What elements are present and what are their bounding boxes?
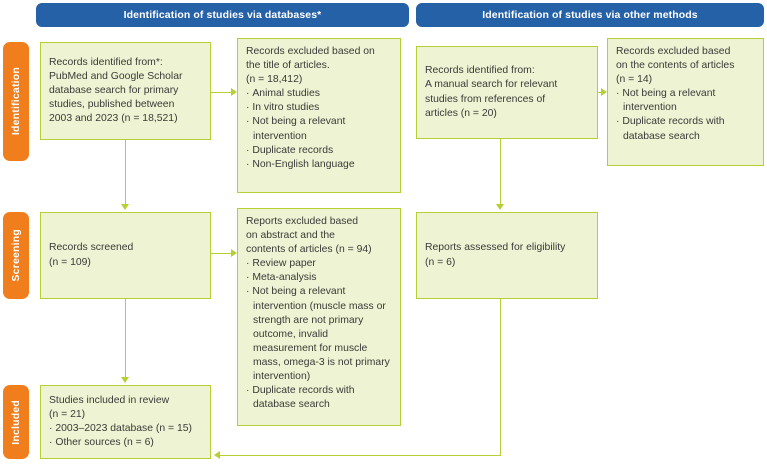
box-text-line: (n = 14) — [616, 74, 653, 86]
box-bullet-list: Animal studiesIn vitro studiesNot being … — [246, 87, 392, 172]
box-records-excluded-by-title: Records excluded based on the title of ar… — [237, 38, 401, 193]
arrowhead-manual-to-eligibility — [496, 204, 504, 210]
stage-label-screening: Screening — [3, 212, 29, 299]
arrowhead-screened-to-included — [121, 377, 129, 383]
header-identification-other-methods: Identification of studies via other meth… — [416, 3, 764, 27]
box-bullet-item: In vitro studies — [246, 101, 392, 115]
box-bullet-item: Not being a relevant intervention (muscl… — [246, 285, 392, 384]
box-text-line: (n = 18,412) — [246, 74, 303, 86]
connector-eligibility-to-included — [220, 455, 501, 456]
header-identification-databases: Identification of studies via databases* — [36, 3, 409, 27]
connector-identified-to-screened — [125, 140, 126, 204]
box-bullet-item: Duplicate records — [246, 144, 392, 158]
box-bullet-list: 2003–2023 database (n = 15)Other sources… — [49, 422, 202, 450]
stage-label-included: Included — [3, 385, 29, 459]
box-records-identified-manual: Records identified from: A manual search … — [416, 46, 598, 139]
box-text-line: database search for primary — [49, 84, 179, 96]
arrowhead-identified-to-screened — [121, 204, 129, 210]
connector-screened-to-included — [125, 299, 126, 377]
box-text-line: PubMed and Google Scholar — [49, 70, 183, 82]
box-text-line: Records identified from: — [425, 65, 535, 77]
box-text-line: (n = 109) — [49, 256, 91, 268]
arrowhead-manual-to-excluded-contents — [601, 88, 607, 96]
box-text-line: studies, published between — [49, 99, 175, 111]
box-bullet-item: Animal studies — [246, 87, 392, 101]
arrowhead-identified-to-excluded-title — [231, 88, 237, 96]
box-text-line: Records screened — [49, 242, 134, 254]
box-reports-assessed-for-eligibility: Reports assessed for eligibility (n = 6) — [416, 212, 598, 299]
box-bullet-list: Not being a relevant interventionDuplica… — [616, 87, 755, 143]
box-text-line: contents of articles (n = 94) — [246, 244, 372, 256]
box-bullet-item: Duplicate records with database search — [616, 115, 755, 143]
box-text-line: Reports assessed for eligibility — [425, 242, 566, 254]
arrowhead-screened-to-reports-excluded — [231, 249, 237, 257]
box-text-line: studies from references of — [425, 93, 546, 105]
box-bullet-item: Not being a relevant intervention — [616, 87, 755, 115]
arrowhead-eligibility-to-included — [214, 451, 220, 459]
box-text-line: A manual search for relevant — [425, 79, 558, 91]
box-bullet-item: Meta-analysis — [246, 271, 392, 285]
box-records-excluded-by-contents: Records excluded based on the contents of… — [607, 38, 764, 166]
box-bullet-item: Non-English language — [246, 158, 392, 172]
connector-manual-to-eligibility — [500, 139, 501, 204]
box-text-line: Records excluded based on — [246, 46, 375, 57]
box-bullet-item: Review paper — [246, 257, 392, 271]
box-text-line: (n = 6) — [425, 256, 456, 268]
stage-label-identification-text: Identification — [10, 67, 22, 136]
box-text-line: Reports excluded based — [246, 216, 359, 227]
box-bullet-list: Review paperMeta-analysisNot being a rel… — [246, 257, 392, 412]
box-text-line: 2003 and 2023 (n = 18,521) — [49, 113, 178, 125]
box-text-line: Studies included in review — [49, 394, 170, 406]
stage-label-included-text: Included — [10, 399, 22, 445]
box-text-line: on the contents of articles — [616, 60, 735, 72]
box-studies-included-in-review: Studies included in review (n = 21) 2003–2… — [40, 385, 211, 459]
connector-screened-to-reports-excluded — [211, 253, 231, 254]
box-bullet-item: Duplicate records with database search — [246, 384, 392, 412]
stage-label-screening-text: Screening — [10, 229, 22, 282]
connector-eligibility-down — [500, 299, 501, 455]
box-text-line: the title of articles. — [246, 60, 330, 72]
box-text-line: Records identified from*: — [49, 56, 163, 68]
box-text-line: (n = 21) — [49, 408, 86, 420]
connector-manual-to-excluded-contents — [598, 92, 601, 93]
box-text-line: articles (n = 20) — [425, 107, 497, 119]
connector-identified-to-excluded-title — [211, 92, 231, 93]
box-reports-excluded: Reports excluded based on abstract and th… — [237, 208, 401, 426]
box-records-screened: Records screened (n = 109) — [40, 212, 211, 299]
box-bullet-item: Not being a relevant intervention — [246, 115, 392, 143]
box-text-line: on abstract and the — [246, 230, 335, 242]
box-bullet-item: 2003–2023 database (n = 15) — [49, 422, 202, 436]
box-records-identified: Records identified from*: PubMed and Goog… — [40, 42, 211, 140]
stage-label-identification: Identification — [3, 42, 29, 161]
box-bullet-item: Other sources (n = 6) — [49, 436, 202, 450]
box-text-line: Records excluded based — [616, 46, 731, 57]
